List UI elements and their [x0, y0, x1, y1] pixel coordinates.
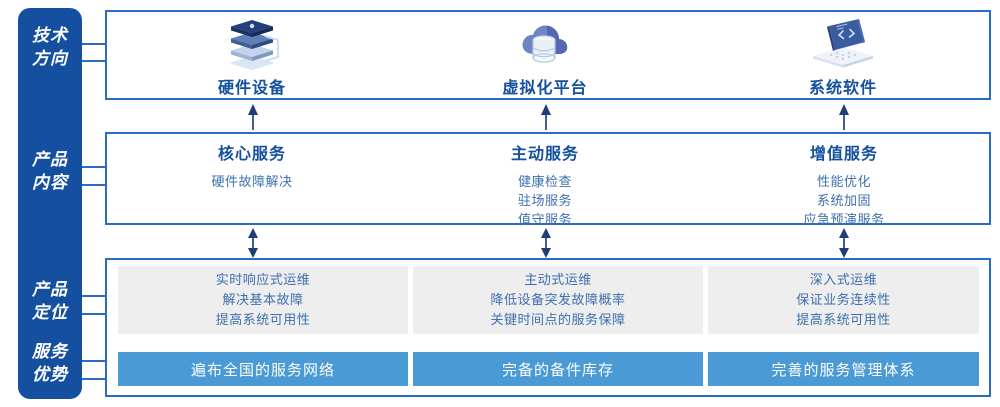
rail-label-service-advantage: 服务 优势	[18, 340, 82, 386]
positioning-line: 解决基本故障	[222, 292, 304, 307]
connector-line	[82, 166, 106, 168]
advantage-label: 完善的服务管理体系	[771, 361, 916, 379]
connector-line	[82, 184, 106, 186]
tech-title: 硬件设备	[217, 80, 286, 97]
content-column-value-added-service: 增值服务 性能优化 系统加固 应急预演服务	[724, 140, 964, 229]
content-column-core-service: 核心服务 硬件故障解决	[132, 140, 372, 191]
content-item: 值守服务	[517, 212, 572, 227]
content-item: 性能优化	[816, 174, 871, 189]
cloud-database-icon	[445, 14, 645, 70]
positioning-line: 深入式运维	[809, 272, 878, 287]
rail-label-line: 方向	[32, 49, 68, 68]
rail-label-line: 定位	[32, 303, 68, 322]
content-column-proactive-service: 主动服务 健康检查 驻场服务 值守服务	[425, 140, 665, 229]
laptop-code-icon	[743, 14, 943, 70]
positioning-line: 保证业务连续性	[796, 292, 891, 307]
connector-line	[82, 60, 106, 62]
content-item: 系统加固	[816, 193, 871, 208]
rail-label-line: 服务	[32, 342, 68, 361]
arrow-up-virtualization	[539, 104, 553, 130]
advantage-label: 遍布全国的服务网络	[190, 361, 335, 379]
tech-title: 虚拟化平台	[502, 80, 588, 97]
positioning-line: 提高系统可用性	[796, 312, 891, 327]
tech-column-hardware: 硬件设备	[152, 14, 352, 98]
positioning-line: 主动式运维	[524, 272, 592, 287]
content-item-list: 硬件故障解决	[132, 172, 372, 191]
content-title: 增值服务	[809, 146, 878, 163]
category-rail	[18, 8, 82, 399]
arrow-up-hardware	[246, 104, 260, 130]
advantage-bar-service-network: 遍布全国的服务网络	[118, 352, 408, 386]
content-item-list: 性能优化 系统加固 应急预演服务	[724, 172, 964, 229]
positioning-line: 实时响应式运维	[215, 272, 311, 287]
rail-label-line: 技术	[32, 26, 68, 45]
rail-label-product-positioning: 产品 定位	[18, 278, 82, 324]
arrow-double-core-service	[246, 228, 260, 258]
tech-column-virtualization: 虚拟化平台	[445, 14, 645, 98]
arrow-double-proactive-service	[539, 228, 553, 258]
positioning-card-realtime: 实时响应式运维 解决基本故障 提高系统可用性	[118, 266, 408, 334]
rail-label-product-content: 产品 内容	[18, 148, 82, 194]
rail-label-tech-direction: 技术 方向	[18, 24, 82, 70]
connector-line	[82, 360, 106, 362]
advantage-label: 完备的备件库存	[501, 361, 614, 379]
rail-label-line: 内容	[32, 173, 68, 192]
rail-label-line: 优势	[32, 365, 68, 384]
positioning-card-indepth: 深入式运维 保证业务连续性 提高系统可用性	[708, 266, 979, 334]
connector-line	[82, 313, 106, 315]
content-title: 核心服务	[217, 146, 286, 163]
positioning-line: 提高系统可用性	[215, 312, 311, 327]
rail-label-line: 产品	[32, 280, 68, 299]
rail-label-line: 产品	[32, 150, 68, 169]
server-stack-icon	[152, 14, 352, 70]
tech-title: 系统软件	[808, 80, 877, 97]
advantage-bar-management-system: 完善的服务管理体系	[708, 352, 979, 386]
product-content-section	[105, 132, 991, 225]
tech-column-system-software: 系统软件	[743, 14, 943, 98]
connector-line	[82, 295, 106, 297]
advantage-bar-spare-parts: 完备的备件库存	[413, 352, 703, 386]
content-item: 驻场服务	[517, 193, 572, 208]
arrow-double-value-added-service	[837, 228, 851, 258]
positioning-card-proactive: 主动式运维 降低设备突发故障概率 关键时间点的服务保障	[413, 266, 703, 334]
positioning-line: 关键时间点的服务保障	[490, 312, 626, 327]
content-title: 主动服务	[510, 146, 579, 163]
connector-line	[82, 43, 106, 45]
connector-line	[82, 378, 106, 380]
content-item: 应急预演服务	[803, 212, 885, 227]
positioning-line: 降低设备突发故障概率	[490, 292, 626, 307]
arrow-up-system-software	[837, 104, 851, 130]
content-item: 硬件故障解决	[211, 174, 293, 189]
content-item-list: 健康检查 驻场服务 值守服务	[425, 172, 665, 229]
content-item: 健康检查	[517, 174, 572, 189]
